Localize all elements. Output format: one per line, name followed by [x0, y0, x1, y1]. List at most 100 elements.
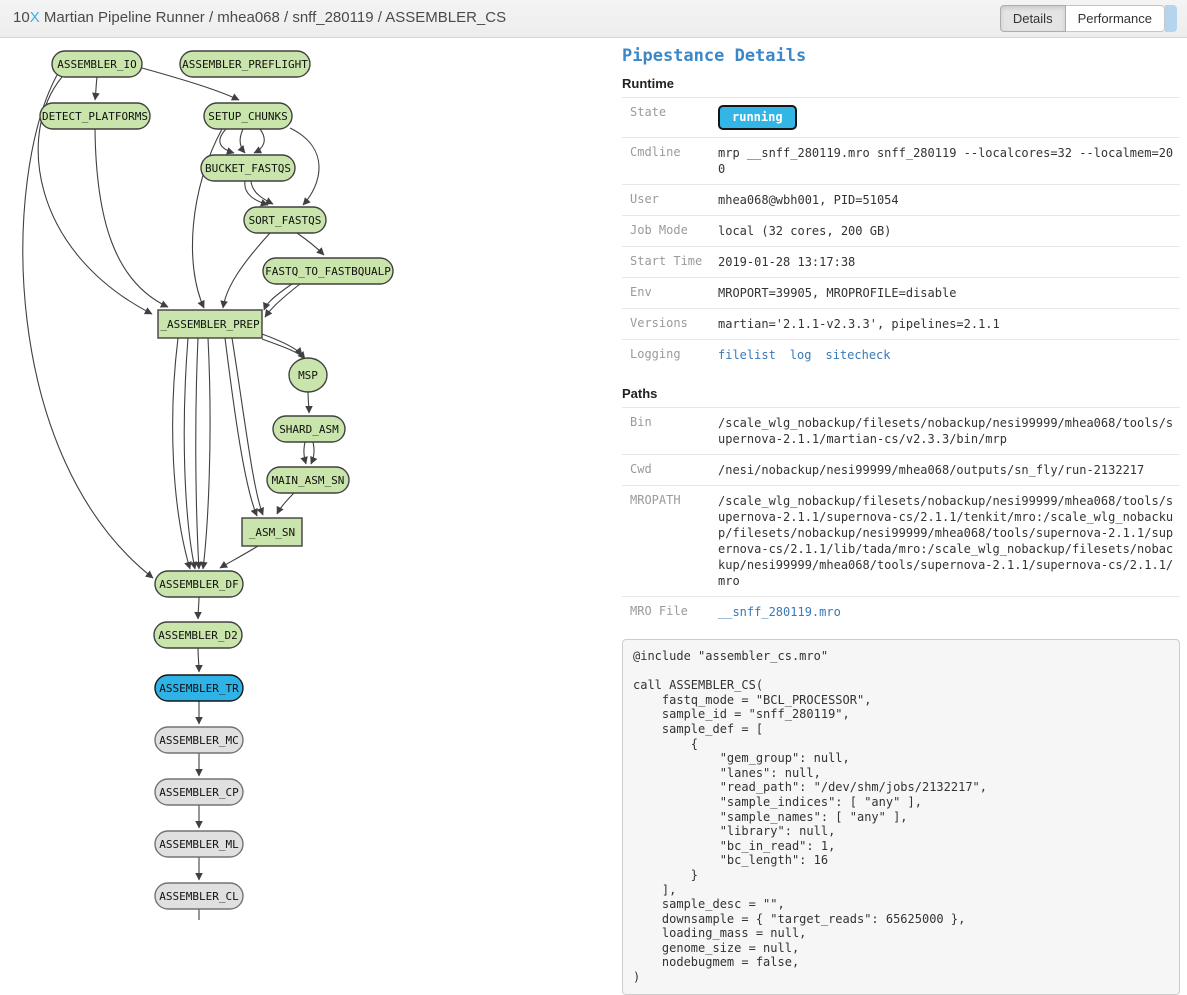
paths-heading: Paths [622, 386, 658, 401]
table-row-bin: Bin /scale_wlg_nobackup/filesets/nobacku… [622, 407, 1180, 454]
graph-node-label: ASSEMBLER_ML [159, 838, 239, 851]
row-label: MROPATH [630, 493, 681, 507]
details-tab-button[interactable]: Details [999, 5, 1066, 32]
graph-node-assembler-df[interactable]: ASSEMBLER_DF [154, 570, 244, 598]
dag-edge [37, 76, 153, 315]
panel-title: Pipestance Details [622, 46, 807, 66]
pipestance-details-panel: Pipestance Details Runtime State running… [622, 44, 1180, 995]
graph-node-assembler-preflight[interactable]: ASSEMBLER_PREFLIGHT [179, 50, 311, 78]
row-value: 2019-01-28 13:17:38 [718, 255, 856, 269]
filelist-link[interactable]: filelist [718, 348, 776, 362]
graph-node-msp[interactable]: MSP [288, 357, 328, 393]
dag-edge [191, 128, 223, 309]
breadcrumb: 10X Martian Pipeline Runner / mhea068 / … [13, 9, 506, 26]
app-header: 10X Martian Pipeline Runner / mhea068 / … [0, 0, 1187, 38]
row-label: Start Time [630, 254, 703, 268]
graph-node-bucket-fastqs[interactable]: BUCKET_FASTQS [200, 154, 296, 182]
graph-node-assembler-prep[interactable]: _ASSEMBLER_PREP [157, 309, 263, 339]
dag-edge [310, 441, 318, 465]
row-value: mhea068@wbh001, PID=51054 [718, 193, 899, 207]
graph-node-label: MAIN_ASM_SN [272, 474, 345, 487]
dag-edge [261, 338, 306, 360]
graph-node-setup-chunks[interactable]: SETUP_CHUNKS [203, 102, 293, 130]
table-row-user: User mhea068@wbh001, PID=51054 [622, 184, 1180, 215]
dag-edge [250, 180, 274, 205]
view-toggle-group: Details Performance [999, 5, 1165, 32]
dag-edge [92, 76, 100, 101]
graph-node-label: ASSEMBLER_MC [159, 734, 238, 747]
graph-node-label: SORT_FASTQS [249, 214, 322, 227]
graph-node-label: MSP [298, 369, 318, 382]
runtime-table: State running Cmdline mrp __snff_280119.… [622, 97, 1180, 370]
dag-edge [195, 647, 203, 673]
dag-edge [194, 596, 202, 620]
graph-node-assembler-tr[interactable]: ASSEMBLER_TR [154, 674, 244, 702]
dag-edge [305, 391, 313, 414]
graph-node-shard-asm[interactable]: SHARD_ASM [272, 415, 346, 443]
table-row-mropath: MROPATH /scale_wlg_nobackup/filesets/nob… [622, 485, 1180, 596]
graph-node-label: ASSEMBLER_IO [57, 58, 136, 71]
row-value: MROPORT=39905, MROPROFILE=disable [718, 286, 957, 300]
table-row-logging: Logging filelist log sitecheck [622, 339, 1180, 370]
graph-node-label: SETUP_CHUNKS [208, 110, 287, 123]
dag-edge [219, 545, 259, 569]
dag-edge [253, 128, 265, 154]
graph-node-label: FASTQ_TO_FASTBQUALP [265, 265, 391, 278]
graph-node-label: DETECT_PLATFORMS [42, 110, 148, 123]
graph-node-label: ASSEMBLER_TR [159, 682, 239, 695]
row-value: /scale_wlg_nobackup/filesets/nobackup/ne… [718, 494, 1174, 588]
row-label: Bin [630, 415, 652, 429]
row-label: Logging [630, 347, 681, 361]
runtime-heading: Runtime [622, 76, 674, 91]
log-link[interactable]: log [789, 348, 812, 362]
graph-node-assembler-cp[interactable]: ASSEMBLER_CP [154, 778, 244, 806]
graph-node-main-asm-sn[interactable]: MAIN_ASM_SN [266, 466, 350, 494]
graph-node-label: _ASSEMBLER_PREP [160, 318, 260, 331]
row-label: MRO File [630, 604, 688, 618]
row-value: local (32 cores, 200 GB) [718, 224, 892, 238]
table-row-start-time: Start Time 2019-01-28 13:17:38 [622, 246, 1180, 277]
graph-node-asm-sn[interactable]: _ASM_SN [241, 517, 303, 547]
graph-node-label: SHARD_ASM [279, 423, 339, 436]
sitecheck-link[interactable]: sitecheck [825, 348, 891, 362]
table-row-env: Env MROPORT=39905, MROPROFILE=disable [622, 277, 1180, 308]
graph-node-assembler-mc[interactable]: ASSEMBLER_MC [154, 726, 244, 754]
graph-node-label: ASSEMBLER_CL [159, 890, 239, 903]
graph-node-assembler-d2[interactable]: ASSEMBLER_D2 [153, 621, 243, 649]
row-value: martian='2.1.1-v2.3.3', pipelines=2.1.1 [718, 317, 1000, 331]
dag-edge [296, 232, 325, 256]
mro-file-link[interactable]: __snff_280119.mro [718, 605, 841, 619]
graph-node-sort-fastqs[interactable]: SORT_FASTQS [243, 206, 327, 234]
graph-node-fastq-to-fastbqualp[interactable]: FASTQ_TO_FASTBQUALP [262, 257, 394, 285]
dag-edge [231, 337, 264, 516]
breadcrumb-prefix: 10 [13, 9, 30, 26]
paths-table: Bin /scale_wlg_nobackup/filesets/nobacku… [622, 407, 1180, 627]
dag-edge [264, 283, 301, 318]
pipeline-dag: ASSEMBLER_IO ASSEMBLER_PREFLIGHT DETECT_PL… [22, 50, 394, 920]
row-label: Versions [630, 316, 688, 330]
partial-hidden-button[interactable] [1165, 5, 1177, 32]
graph-node-assembler-ml[interactable]: ASSEMBLER_ML [154, 830, 244, 858]
table-row-versions: Versions martian='2.1.1-v2.3.3', pipelin… [622, 308, 1180, 339]
dag-edge [276, 492, 295, 515]
graph-node-label: _ASM_SN [249, 526, 295, 539]
row-label: Job Mode [630, 223, 688, 237]
dag-edge [263, 283, 293, 311]
row-label: Cwd [630, 462, 652, 476]
dag-edge [141, 67, 240, 101]
table-row-cwd: Cwd /nesi/nobackup/nesi99999/mhea068/out… [622, 454, 1180, 485]
row-value: mrp __snff_280119.mro snff_280119 --loca… [718, 146, 1174, 176]
graph-node-assembler-io[interactable]: ASSEMBLER_IO [51, 50, 143, 78]
dag-edge [219, 128, 235, 155]
graph-node-label: ASSEMBLER_PREFLIGHT [182, 58, 308, 71]
performance-tab-button[interactable]: Performance [1065, 5, 1165, 32]
table-row-cmdline: Cmdline mrp __snff_280119.mro snff_28011… [622, 137, 1180, 184]
graph-node-label: ASSEMBLER_DF [159, 578, 238, 591]
dag-edge [237, 128, 246, 154]
brand-x: X [29, 9, 40, 26]
graph-node-assembler-cl[interactable]: ASSEMBLER_CL [154, 882, 244, 910]
dag-edge [289, 127, 320, 206]
dag-edge [183, 337, 198, 570]
breadcrumb-rest: Martian Pipeline Runner / mhea068 / snff… [39, 9, 507, 26]
graph-node-detect-platforms[interactable]: DETECT_PLATFORMS [39, 102, 151, 130]
